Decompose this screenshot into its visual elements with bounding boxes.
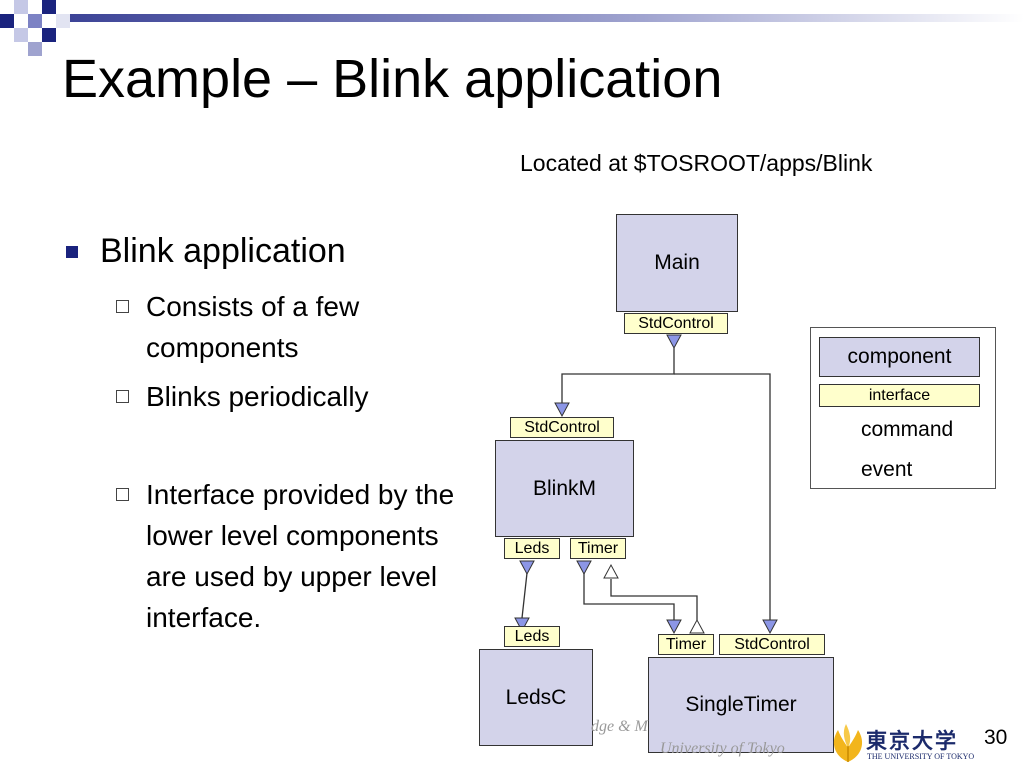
interface-blinkm-leds: Leds — [504, 538, 560, 559]
bullet-square-icon — [66, 246, 78, 258]
subbullet-box-icon — [116, 488, 129, 501]
footer-text: dge & M — [591, 718, 648, 735]
legend-event-label: event — [861, 458, 913, 481]
subbullet-box-icon — [116, 390, 129, 403]
interface-blinkm-stdcontrol: StdControl — [510, 417, 614, 438]
university-logo-english: THE UNIVERSITY OF TOKYO — [867, 752, 975, 761]
interface-main-stdcontrol: StdControl — [624, 313, 728, 334]
footer-university: University of Tokyo — [660, 740, 785, 757]
event-icon — [603, 563, 619, 579]
command-icon — [576, 560, 592, 576]
header-square — [28, 14, 42, 28]
legend-component-swatch: component — [819, 337, 980, 377]
legend-component-label: component — [847, 345, 952, 368]
component-ledsc-label: LedsC — [505, 685, 567, 709]
header-square — [0, 14, 14, 28]
university-logo-icon — [833, 724, 863, 762]
component-singletimer-label: SingleTimer — [685, 693, 797, 716]
component-main: Main — [616, 214, 738, 312]
component-blinkm-label: BlinkM — [532, 476, 596, 500]
location-note: Located at $TOSROOT/apps/Blink — [520, 150, 873, 176]
legend-interface-swatch: interface — [819, 384, 980, 407]
legend-command-label: command — [861, 418, 954, 441]
wire-main-to-singletimer — [674, 373, 771, 620]
component-ledsc: LedsC — [479, 649, 593, 746]
wire-main-to-blinkm — [561, 348, 675, 403]
header-square — [56, 14, 70, 28]
wire-leds — [521, 572, 528, 619]
subbullet-box-icon — [116, 300, 129, 313]
interface-singletimer-timer: Timer — [658, 634, 714, 655]
wire-timer-command — [583, 573, 675, 620]
slide-title: Example – Blink application — [62, 49, 723, 109]
header-square — [42, 28, 56, 42]
header-square — [14, 0, 28, 14]
header-gradient-bar — [60, 14, 1024, 22]
bullet-blink-application: Blink application — [100, 232, 346, 270]
command-icon — [762, 619, 778, 635]
header-square — [42, 0, 56, 14]
component-main-label: Main — [654, 251, 700, 274]
command-icon — [514, 617, 530, 633]
component-blinkm: BlinkM — [495, 440, 634, 537]
command-icon — [554, 402, 570, 418]
interface-blinkm-timer: Timer — [570, 538, 626, 559]
event-icon — [689, 618, 705, 634]
header-decoration — [0, 0, 1024, 56]
wire-timer-event — [610, 579, 698, 620]
command-icon — [666, 619, 682, 635]
command-icon — [666, 334, 682, 350]
subbullet-components: Consists of a few components — [146, 291, 360, 363]
interface-ledsc-leds: Leds — [504, 626, 560, 647]
interface-singletimer-stdcontrol: StdControl — [719, 634, 825, 655]
command-icon — [519, 560, 535, 576]
university-logo-kanji: 東京大学 — [866, 728, 958, 753]
subbullet-blinks: Blinks periodically — [146, 381, 369, 412]
page-number: 30 — [984, 726, 1008, 749]
header-square — [14, 28, 28, 42]
subbullet-interface: Interface provided by the lower level co… — [146, 479, 455, 633]
component-singletimer: SingleTimer — [648, 657, 834, 753]
header-square — [28, 42, 42, 56]
